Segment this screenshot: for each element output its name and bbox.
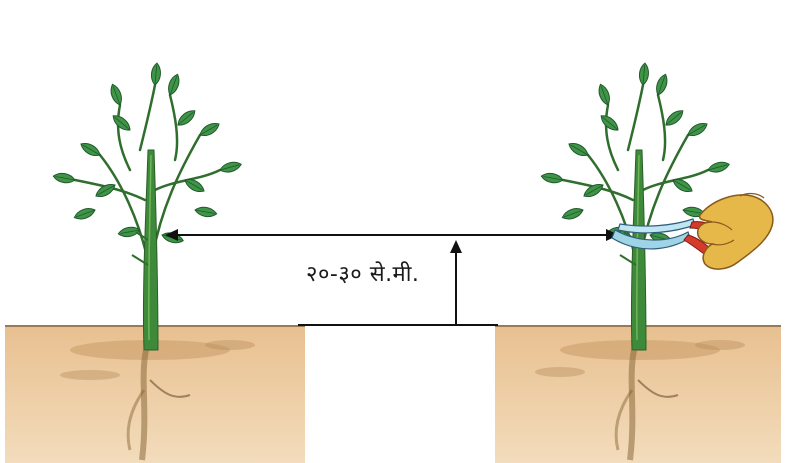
- cut-height-arrow: [165, 229, 619, 241]
- height-measure-arrow: [450, 240, 462, 325]
- measurement-label: २०-३० से.मी.: [306, 258, 419, 288]
